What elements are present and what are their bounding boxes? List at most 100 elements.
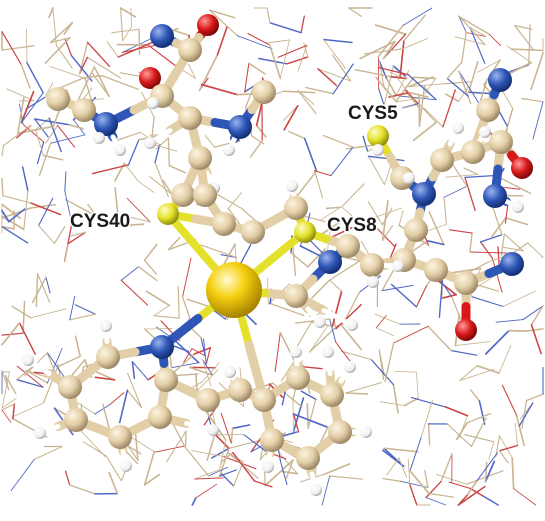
wire-bond (33, 446, 63, 460)
wire-bond (42, 154, 64, 161)
wire-bond (296, 170, 318, 197)
wire-bond (479, 234, 503, 243)
wire-bond (400, 95, 436, 101)
wire-bond (255, 101, 263, 127)
wire-bond (258, 57, 288, 65)
hydrogen-atom (100, 320, 112, 332)
wire-bond (122, 26, 133, 42)
wire-bond (34, 129, 44, 156)
wire-bond (2, 124, 32, 147)
wire-bond (495, 319, 524, 323)
carbon-atom (430, 148, 454, 172)
wire-bond (297, 89, 317, 115)
wire-bond (154, 445, 187, 453)
wire-bond (386, 457, 400, 476)
wire-bond (288, 130, 306, 140)
wire-bond (194, 469, 221, 480)
wire-bond (469, 27, 487, 38)
wire-bond (498, 444, 519, 452)
wire-bond (1, 45, 35, 51)
hydrogen-atom (114, 144, 126, 156)
wire-bond (162, 179, 173, 196)
wire-bond (504, 202, 509, 224)
wire-bond (33, 118, 70, 126)
wire-bond (244, 87, 254, 109)
wire-bond (46, 352, 68, 382)
wire-bond (283, 105, 299, 131)
wire-bond (313, 170, 332, 177)
wire-bond (328, 222, 362, 239)
wire-bond (367, 201, 383, 226)
wire-bond (87, 203, 97, 217)
carbon-atom (328, 420, 352, 444)
wire-bond (377, 66, 409, 76)
wire-bond (495, 435, 501, 457)
wire-bond (143, 450, 155, 486)
wire-bond (119, 7, 137, 18)
wire-bond (446, 61, 463, 80)
wire-bond (390, 75, 408, 80)
wire-bond (236, 35, 273, 50)
carbon-atom (252, 388, 276, 412)
wire-bond (118, 389, 129, 424)
wire-bond (484, 329, 510, 355)
wire-bond (528, 24, 531, 66)
wire-bond (511, 456, 515, 490)
carbon-atom (148, 405, 172, 429)
wire-bond (463, 167, 479, 176)
wire-bond (195, 483, 218, 499)
wire-bond (478, 79, 488, 105)
label-cys8: CYS8 (327, 215, 377, 236)
wire-bond (200, 244, 237, 258)
wire-bond (69, 295, 76, 321)
wire-bond (375, 314, 387, 329)
wire-bond (323, 463, 351, 475)
wire-bond (527, 242, 544, 258)
wire-bond (57, 124, 76, 148)
wire-bond (530, 324, 542, 355)
wire-bond (525, 393, 544, 402)
wire-bond (359, 40, 396, 60)
wire-bond (311, 279, 331, 299)
wire-bond (1, 397, 17, 409)
wire-bond (330, 146, 354, 177)
wire-bond (510, 48, 543, 52)
wire-bond (49, 66, 86, 79)
wire-bond (86, 56, 122, 79)
wire-bond (440, 453, 453, 483)
wire-bond (191, 497, 197, 506)
wire-bond (340, 350, 372, 361)
wire-bond (297, 321, 312, 347)
wire-bond (117, 131, 141, 141)
wire-bond (266, 7, 271, 24)
hydrogen-atom (120, 460, 132, 472)
hydrogen-atom (372, 144, 384, 156)
wire-bond (409, 484, 418, 506)
wire-bond (4, 374, 17, 394)
wire-bond (385, 77, 398, 97)
wire-bond (182, 257, 192, 298)
wire-bond (470, 261, 489, 272)
wire-bond (396, 96, 429, 103)
carbon-atom (476, 98, 500, 122)
wire-bond (269, 302, 305, 317)
wire-bond (322, 38, 347, 70)
wire-bond (86, 41, 111, 67)
wire-bond (446, 77, 469, 97)
carbon-atom (489, 130, 513, 154)
wire-bond (191, 450, 225, 458)
wire-bond (513, 488, 537, 506)
wire-bond (502, 290, 536, 307)
wire-bond (458, 86, 469, 102)
wire-bond (458, 15, 467, 34)
wire-bond (454, 341, 491, 347)
wire-bond (52, 7, 57, 46)
wire-bond (167, 137, 171, 167)
wire-bond (455, 421, 469, 441)
wire-bond (381, 265, 397, 292)
wire-bond (461, 31, 467, 63)
wire-bond (131, 360, 136, 380)
wire-bond (382, 225, 394, 241)
oxygen-atom (197, 14, 219, 36)
carbon-atom (72, 98, 96, 122)
